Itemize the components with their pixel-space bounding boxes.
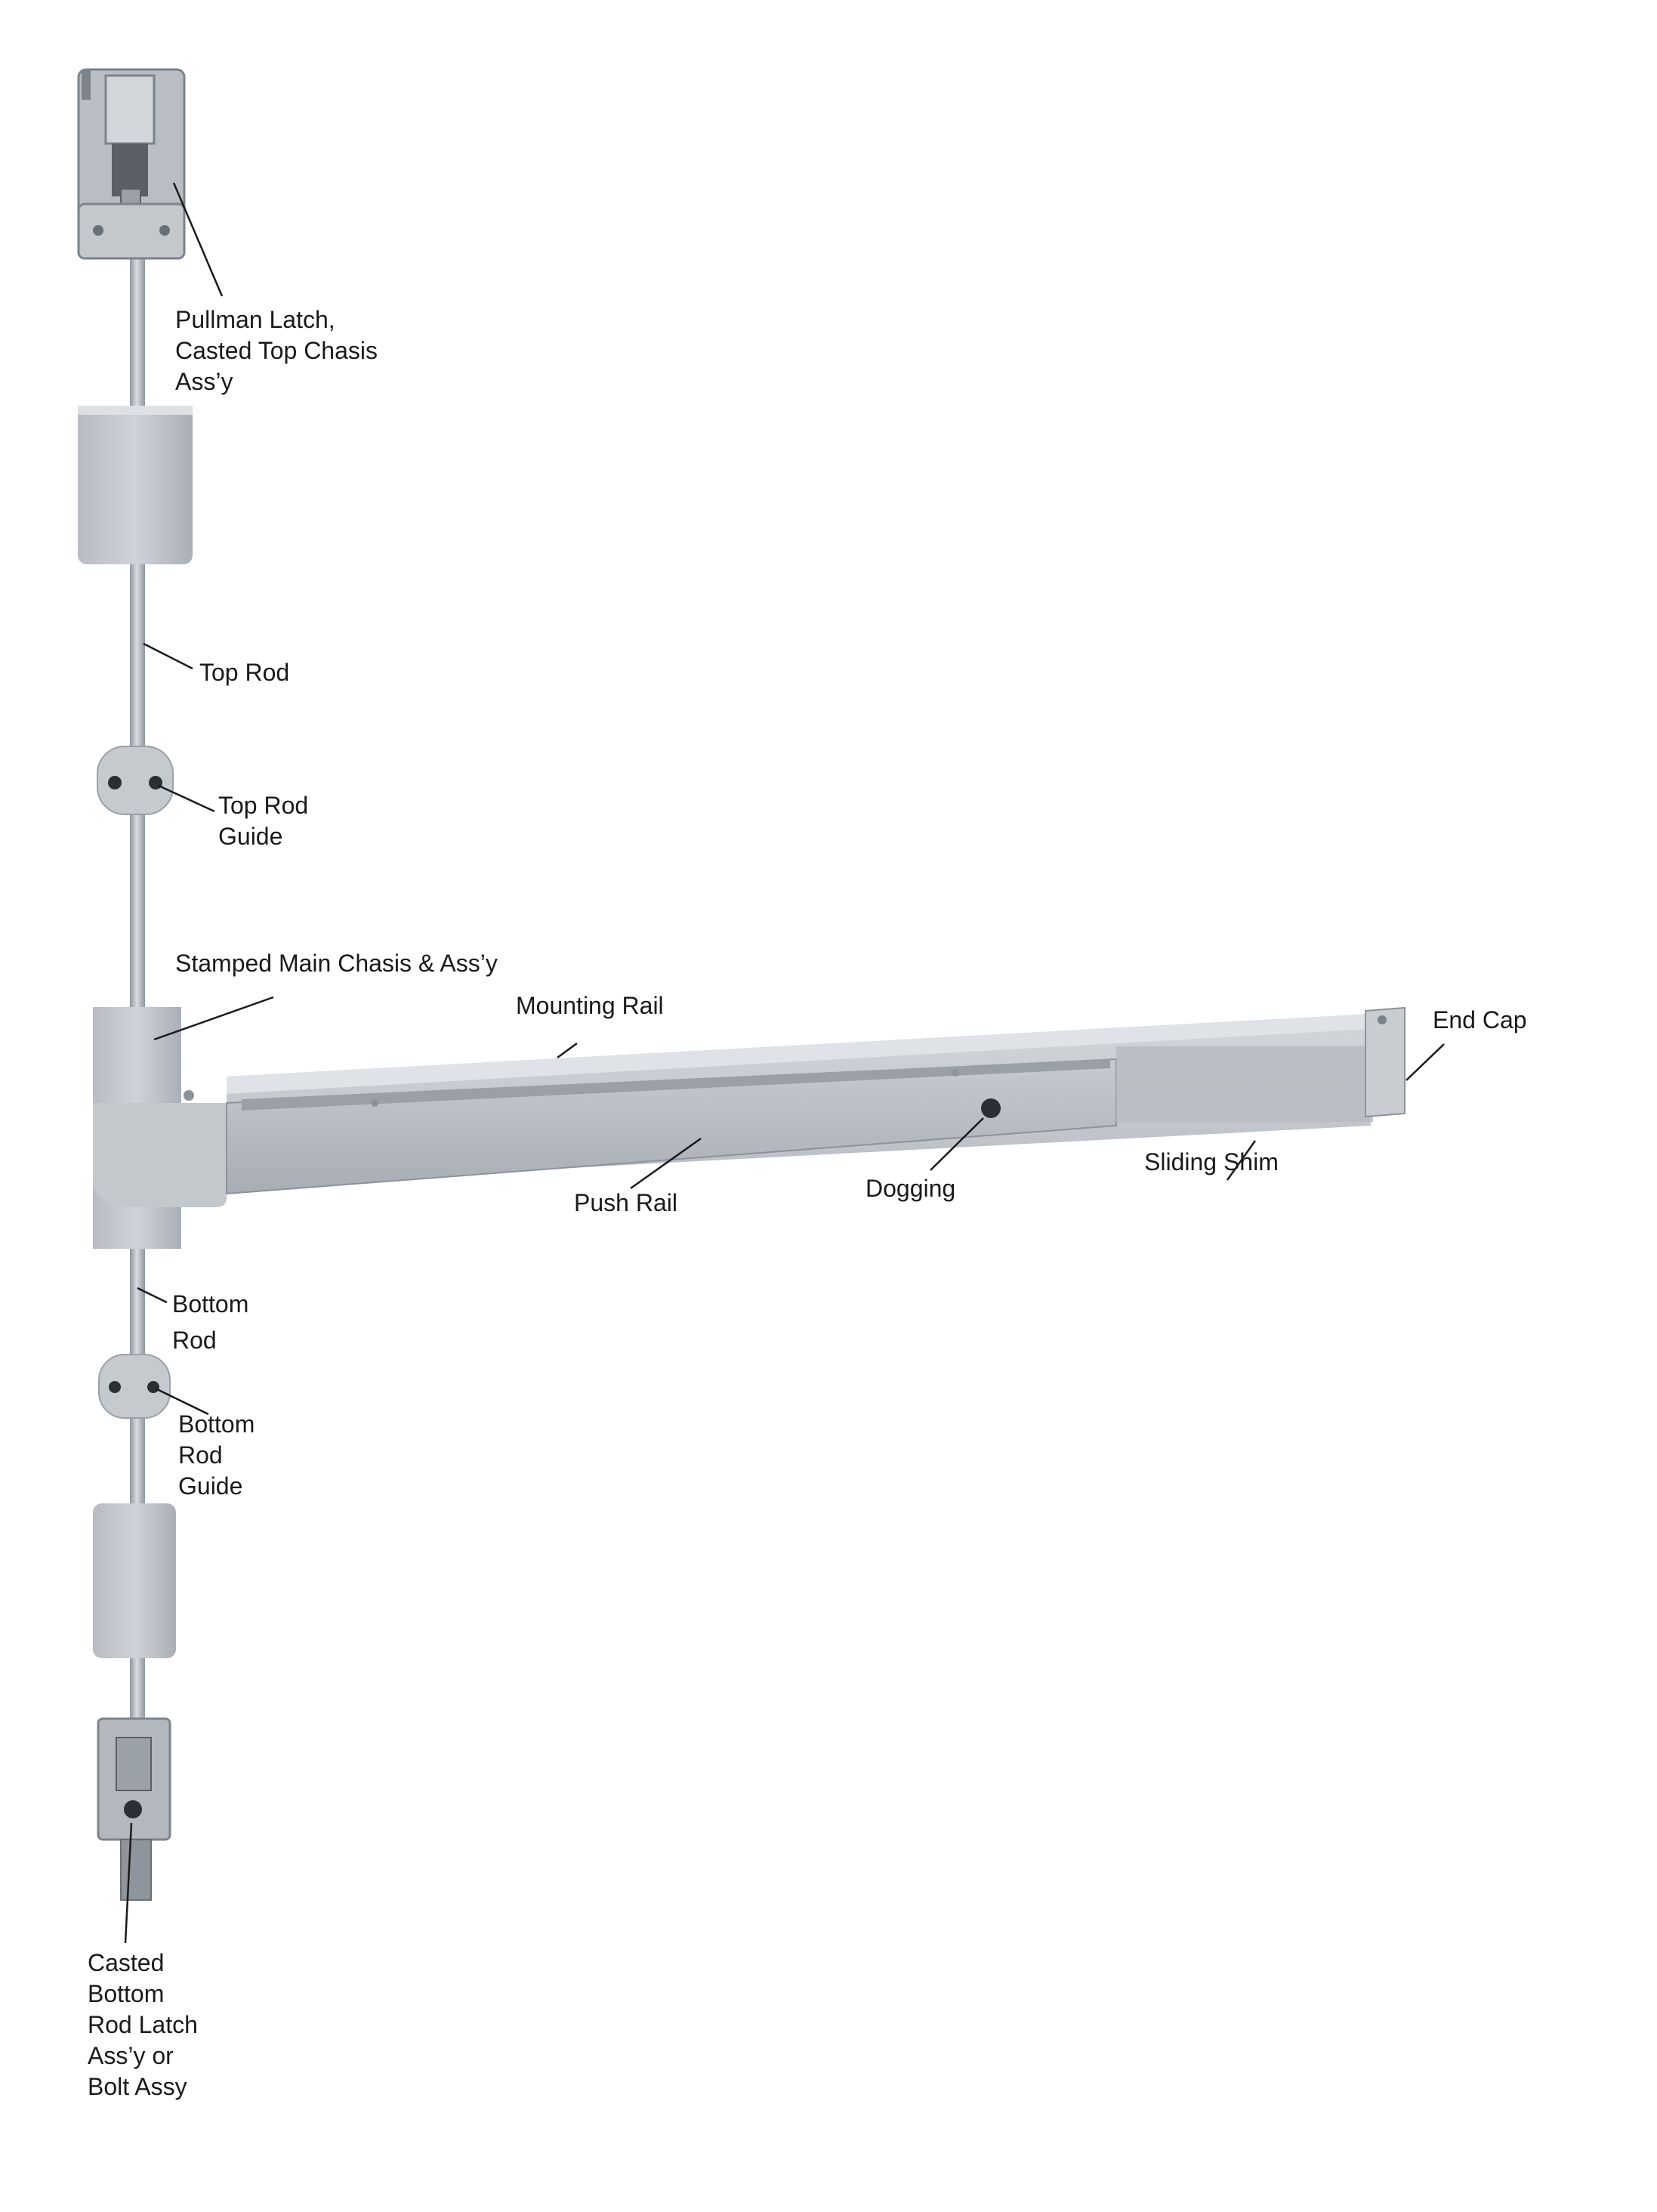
end-cap [1365, 1006, 1406, 1118]
label-line: Casted Top Chasis [175, 337, 378, 364]
label-push-rail: Push Rail [574, 1188, 677, 1219]
label-mounting-rail: Mounting Rail [516, 990, 664, 1021]
top-rod-box [78, 406, 193, 564]
bottom-rod-guide [98, 1354, 171, 1419]
leader-bottom-rod-guide [155, 1387, 209, 1416]
top-latch-assembly [77, 68, 186, 260]
label-dogging: Dogging [866, 1173, 955, 1204]
label-line: Ass’y or [88, 2042, 174, 2069]
label-line: Push Rail [574, 1189, 677, 1216]
leader-bottom-latch [124, 1822, 133, 1944]
label-line: Stamped Main Chasis & Ass’y [175, 950, 498, 977]
leader-push-rail [630, 1137, 702, 1190]
label-end-cap: End Cap [1433, 1005, 1527, 1036]
bottom-rod-box [93, 1503, 176, 1658]
label-line: Top Rod [218, 792, 309, 819]
leader-mounting-rail [557, 1042, 578, 1059]
leader-pullman-latch [172, 182, 224, 297]
label-line: Bottom [178, 1410, 255, 1438]
label-line: Guide [178, 1472, 243, 1500]
leader-top-rod [143, 642, 193, 670]
label-line: Rod [172, 1327, 217, 1354]
leader-bottom-rod [137, 1287, 168, 1304]
label-line: Dogging [866, 1175, 956, 1202]
label-top-rod: Top Rod [199, 657, 289, 688]
leader-sliding-shim [1226, 1140, 1257, 1181]
label-line: Bottom [88, 1980, 165, 2007]
bottom-latch-assembly [97, 1717, 171, 1901]
label-line: Top Rod [199, 659, 290, 686]
label-pullman-latch: Pullman Latch, Casted Top Chasis Ass’y [175, 304, 378, 397]
leader-end-cap [1406, 1043, 1445, 1081]
label-line: Rod Latch [88, 2011, 198, 2038]
label-line: Guide [218, 823, 283, 850]
label-bottom-rod: Bottom Rod [172, 1286, 248, 1358]
label-line: Rod [178, 1441, 223, 1469]
label-line: Casted [88, 1949, 165, 1976]
label-line: Bottom [172, 1290, 249, 1318]
label-line: Bolt Assy [88, 2073, 187, 2100]
label-line: Sliding Shim [1144, 1148, 1279, 1176]
top-rod-guide [97, 746, 174, 815]
push-rail [226, 1058, 1117, 1195]
leader-top-rod-guide [158, 784, 215, 813]
main-chassis [93, 1007, 227, 1249]
label-top-rod-guide: Top Rod Guide [218, 790, 308, 852]
leader-stamped-main-chasis [153, 996, 274, 1041]
leader-lines [124, 182, 1445, 1944]
label-line: Mounting Rail [516, 992, 664, 1019]
leader-dogging [930, 1117, 984, 1171]
label-bottom-latch: Casted Bottom Rod Latch Ass’y or Bolt As… [88, 1948, 198, 2102]
label-line: End Cap [1433, 1006, 1527, 1033]
label-line: Pullman Latch, [175, 306, 335, 333]
sliding-shim [1116, 1046, 1373, 1122]
label-bottom-rod-guide: Bottom Rod Guide [178, 1409, 255, 1502]
label-sliding-shim: Sliding Shim [1144, 1147, 1279, 1178]
label-line: Ass’y [175, 368, 233, 395]
label-stamped-main-chasis: Stamped Main Chasis & Ass’y [175, 948, 498, 979]
